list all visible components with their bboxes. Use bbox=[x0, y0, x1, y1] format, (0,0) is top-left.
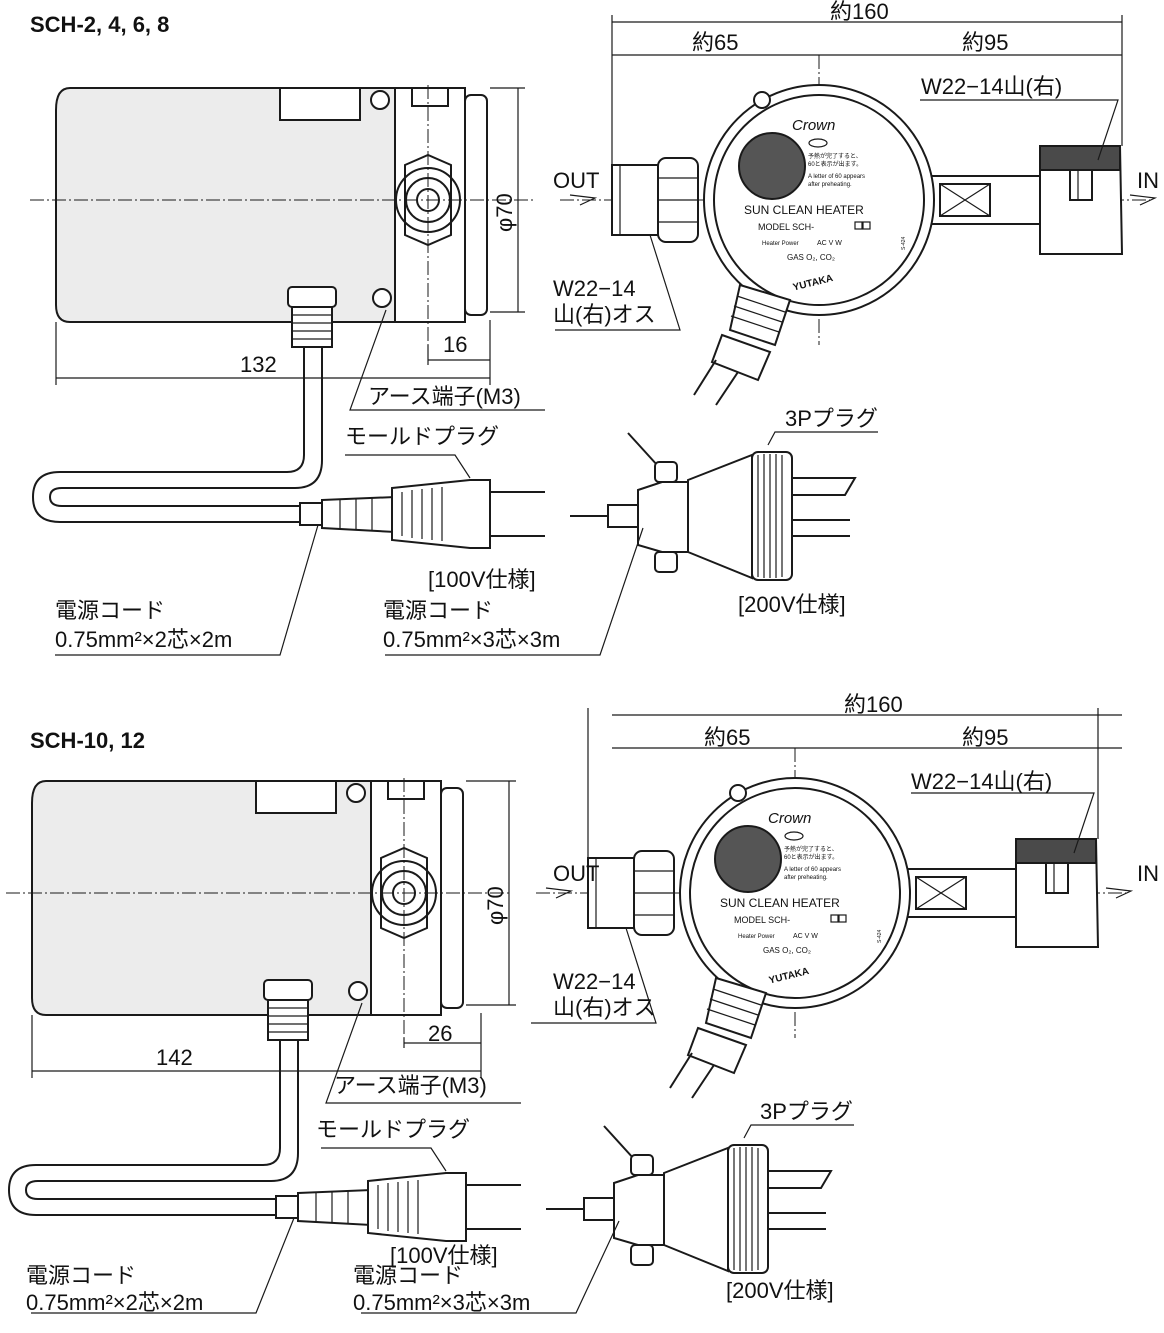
in-thread-leader bbox=[920, 99, 1119, 161]
out-arrow bbox=[569, 194, 598, 206]
face-note-en-2: after preheating. bbox=[808, 182, 852, 188]
face-note-jp-2: 60と表示が出ます。 bbox=[808, 160, 862, 168]
model-title: SCH-10, 12 bbox=[30, 728, 145, 753]
plug3p-leader bbox=[767, 431, 878, 446]
cord200-leader bbox=[385, 527, 644, 656]
spec-100v: [100V仕様] bbox=[390, 1243, 498, 1268]
cord-200v-line1: 電源コード bbox=[383, 598, 493, 623]
face-power-units: AC V W bbox=[793, 933, 818, 940]
section-1 bbox=[29, 15, 1158, 656]
plug-3p-label: 3Pプラグ bbox=[760, 1099, 853, 1124]
section-1-labels: SCH-2, 4, 6, 8 132 16 φ70 アース端子(M3) モールド… bbox=[30, 0, 1159, 652]
out-thread-line1: W22−14 bbox=[553, 276, 636, 301]
face-brand: Crown bbox=[792, 117, 835, 134]
face-note-jp-1: 予熱が完了すると、 bbox=[784, 845, 838, 853]
cord100-leader bbox=[55, 524, 319, 656]
mold-plug-leader bbox=[321, 1147, 447, 1172]
in-arrow bbox=[1105, 887, 1134, 899]
cord-100v-line1: 電源コード bbox=[26, 1263, 136, 1288]
in-label: IN bbox=[1137, 861, 1159, 886]
in-thread-label: W22−14山(右) bbox=[911, 769, 1052, 794]
face-power-label: Heater Power bbox=[762, 241, 799, 247]
plug-3p-label: 3Pプラグ bbox=[785, 406, 878, 431]
dim-left-width: 約65 bbox=[692, 30, 738, 55]
dim-right-width: 約95 bbox=[962, 725, 1008, 750]
cord-200v-line2: 0.75mm²×3芯×3m bbox=[383, 627, 560, 652]
cord200-leader bbox=[361, 1220, 620, 1314]
dim-diameter: φ70 bbox=[492, 193, 517, 232]
cord-100v-line1: 電源コード bbox=[55, 598, 165, 623]
mold-plug-label: モールドプラグ bbox=[316, 1117, 470, 1142]
section-2 bbox=[5, 708, 1134, 1314]
out-thread-line2: 山(右)オス bbox=[553, 302, 656, 327]
face-gas: GAS O₂, CO₂ bbox=[763, 946, 811, 955]
face-serial: S-424 bbox=[901, 236, 907, 250]
in-label: IN bbox=[1137, 168, 1159, 193]
face-model: MODEL SCH- bbox=[758, 222, 814, 232]
face-note-jp-2: 60と表示が出ます。 bbox=[784, 853, 838, 861]
plug3p-leader bbox=[743, 1124, 854, 1139]
dim-offset: 16 bbox=[443, 332, 467, 357]
in-thread-leader bbox=[911, 792, 1095, 854]
spec-200v: [200V仕様] bbox=[738, 592, 846, 617]
out-thread-leader bbox=[531, 927, 657, 1024]
earth-terminal-label: アース端子(M3) bbox=[368, 384, 521, 409]
cord-100v-line2: 0.75mm²×2芯×2m bbox=[26, 1290, 203, 1315]
earth-leader bbox=[349, 309, 545, 411]
in-thread-label: W22−14山(右) bbox=[921, 74, 1062, 99]
face-note-en-2: after preheating. bbox=[784, 875, 828, 881]
dim-total-width: 約160 bbox=[830, 0, 889, 24]
dim-length: 142 bbox=[156, 1045, 193, 1070]
mold-plug-label: モールドプラグ bbox=[345, 424, 499, 449]
dim-total-width: 約160 bbox=[844, 692, 903, 717]
dim-offset: 26 bbox=[428, 1021, 452, 1046]
face-note-jp-1: 予熱が完了すると、 bbox=[808, 152, 862, 160]
face-product: SUN CLEAN HEATER bbox=[720, 896, 840, 910]
model-title: SCH-2, 4, 6, 8 bbox=[30, 12, 169, 37]
out-thread-line1: W22−14 bbox=[553, 969, 636, 994]
dim-left-width: 約65 bbox=[704, 725, 750, 750]
dim-length: 132 bbox=[240, 352, 277, 377]
mold-plug-leader bbox=[345, 454, 471, 479]
face-model: MODEL SCH- bbox=[734, 915, 790, 925]
cord-200v-line2: 0.75mm²×3芯×3m bbox=[353, 1290, 530, 1315]
dim-diameter: φ70 bbox=[483, 886, 508, 925]
out-thread-line2: 山(右)オス bbox=[553, 995, 656, 1020]
cord-200v-line1: 電源コード bbox=[353, 1263, 463, 1288]
out-arrow bbox=[545, 887, 574, 899]
spec-100v: [100V仕様] bbox=[428, 567, 536, 592]
out-label: OUT bbox=[553, 168, 599, 193]
face-power-units: AC V W bbox=[817, 240, 842, 247]
dim-right-width: 約95 bbox=[962, 30, 1008, 55]
in-arrow bbox=[1129, 194, 1158, 206]
face-gas: GAS O₂, CO₂ bbox=[787, 253, 835, 262]
out-label: OUT bbox=[553, 861, 599, 886]
spec-200v: [200V仕様] bbox=[726, 1278, 834, 1303]
cord-100v-line2: 0.75mm²×2芯×2m bbox=[55, 627, 232, 652]
face-product: SUN CLEAN HEATER bbox=[744, 203, 864, 217]
cord100-leader bbox=[31, 1217, 295, 1314]
earth-terminal-label: アース端子(M3) bbox=[334, 1073, 487, 1098]
face-serial: S-424 bbox=[877, 929, 883, 943]
earth-leader bbox=[325, 1002, 521, 1104]
face-power-label: Heater Power bbox=[738, 934, 775, 940]
face-brand: Crown bbox=[768, 810, 811, 827]
out-thread-leader bbox=[555, 234, 681, 331]
face-note-en-1: A letter of 60 appears bbox=[784, 867, 841, 873]
face-note-en-1: A letter of 60 appears bbox=[808, 174, 865, 180]
